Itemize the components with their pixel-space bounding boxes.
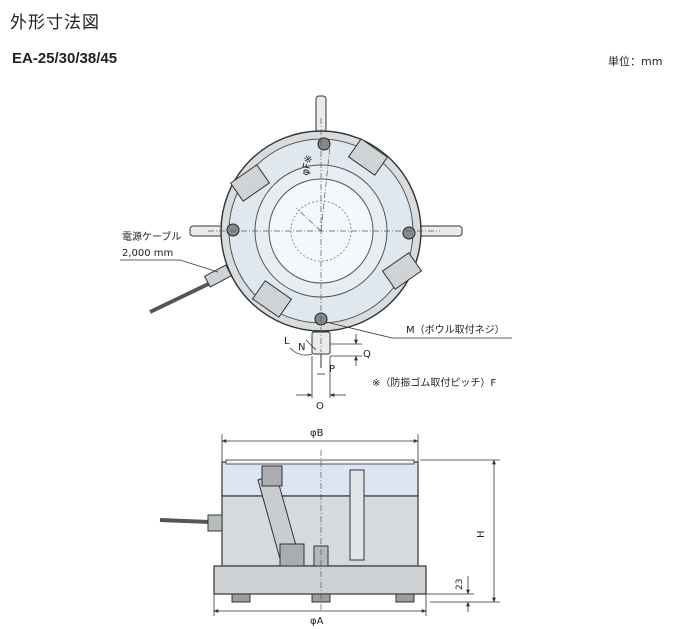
l-label: L	[284, 336, 290, 347]
foot-height-label: 23	[455, 579, 465, 590]
bolts	[226, 137, 416, 326]
rubber-feet	[231, 593, 415, 603]
l-arc	[289, 347, 313, 356]
cable-label: 電源ケーブル	[122, 230, 181, 243]
n-leader	[305, 339, 317, 351]
m-label: M（ボウル取付ネジ）	[406, 323, 505, 336]
p-dimension	[311, 356, 331, 398]
phi-b-label: φB	[310, 428, 324, 439]
pitch-note: ※（防振ゴム取付ピッチ）F	[372, 376, 496, 389]
p-label: P	[329, 364, 335, 375]
top-view: φF※ 電源ケーブル 2,000 mm M（ボウル取付ネジ） L N Q P	[120, 95, 512, 412]
center-lines	[208, 118, 440, 352]
o-label: O	[316, 401, 324, 412]
q-label: Q	[363, 349, 371, 360]
n-label: N	[298, 342, 305, 353]
base-plate	[213, 565, 427, 595]
side-view: φB	[159, 428, 500, 627]
m-leader	[325, 321, 512, 339]
cable-length: 2,000 mm	[122, 248, 173, 259]
power-cable	[149, 264, 233, 314]
phi-b-dimension	[221, 434, 419, 462]
h-label: H	[476, 530, 487, 538]
page-title: 外形寸法図	[10, 13, 100, 33]
spring-clamps	[229, 138, 423, 318]
phi-f-label: φF※	[300, 154, 315, 177]
q-dimension	[330, 334, 362, 366]
model-number: EA-25/30/38/45	[12, 50, 118, 67]
cable-connector	[159, 514, 223, 532]
phi-a-dimension	[213, 594, 427, 616]
leaf-spring	[257, 465, 365, 567]
h-dimension	[420, 459, 500, 603]
unit-label: 単位：mm	[608, 55, 663, 68]
phi-a-label: φA	[310, 616, 324, 627]
bowl-band	[221, 461, 419, 497]
cable-leader	[120, 259, 219, 273]
foot-height-dimension	[426, 576, 474, 612]
bowl-rim	[225, 459, 415, 465]
